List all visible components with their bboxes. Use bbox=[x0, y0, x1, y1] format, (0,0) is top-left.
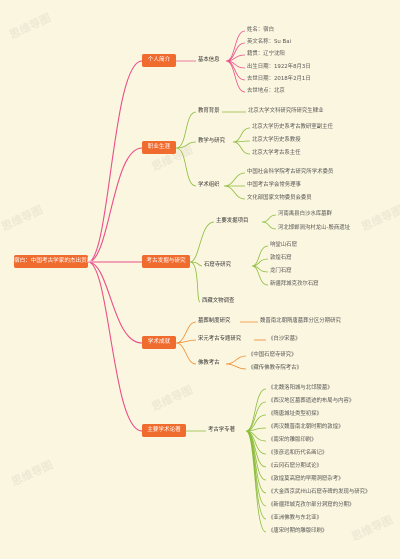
node-work-item[interactable]: 《西汉地区墓葬遗迹的布局与内容》 bbox=[268, 398, 355, 404]
node-education-item[interactable]: 北京大学文科研究所研究生肄业 bbox=[248, 108, 324, 114]
node-work-item[interactable]: 《张彦远和历代名画记》 bbox=[268, 450, 328, 456]
node-buddhist-arch[interactable]: 佛教考古 bbox=[198, 360, 220, 366]
connector bbox=[87, 261, 143, 344]
node-teaching-item[interactable]: 北京大学历史系考古教研室副主任 bbox=[252, 124, 333, 130]
node-tomb-research[interactable]: 墓葬制度研究 bbox=[198, 318, 231, 324]
node-org-item[interactable]: 中国考古学会常务理事 bbox=[247, 182, 301, 188]
node-academic-org[interactable]: 学术组织 bbox=[198, 182, 220, 188]
connector bbox=[175, 141, 197, 149]
node-main-excavations[interactable]: 主要发掘项目 bbox=[216, 218, 249, 224]
node-teaching-item[interactable]: 北京大学考古系主任 bbox=[252, 150, 301, 156]
node-work-item[interactable]: 《南宋的雕版印刷》 bbox=[268, 437, 317, 443]
node-work-item[interactable]: 《北魏洛阳城与北邙陵墓》 bbox=[268, 385, 333, 391]
node-buddhist-item[interactable]: 《藏传佛教寺院考古》 bbox=[248, 365, 302, 371]
connector bbox=[232, 141, 251, 155]
connector bbox=[225, 355, 247, 365]
connector bbox=[245, 430, 267, 533]
node-education[interactable]: 教育背景 bbox=[198, 108, 220, 114]
node-birth-date[interactable]: 出生日期：1922年8月3日 bbox=[247, 64, 311, 70]
connector bbox=[189, 261, 201, 303]
node-excavation-item[interactable]: 河南禹县白沙水库墓群 bbox=[278, 211, 332, 217]
node-buddhist-item[interactable]: 《中国石窟寺研究》 bbox=[248, 352, 297, 358]
connector bbox=[232, 127, 251, 143]
connector bbox=[87, 60, 143, 263]
root-node[interactable]: 宿白：中国考古学家的杰出贡献 bbox=[14, 255, 92, 268]
node-song-item[interactable]: 《白沙宋墓》 bbox=[268, 336, 301, 342]
node-grotto-research[interactable]: 石窟寺研究 bbox=[204, 262, 231, 268]
node-song-yuan[interactable]: 宋元考古专题研究 bbox=[198, 336, 242, 342]
node-tomb-item[interactable]: 魏晋南北朝隋唐墓葬分区分期研究 bbox=[260, 318, 341, 324]
node-grotto-item[interactable]: 敦煌石窟 bbox=[270, 255, 292, 261]
node-grotto-item[interactable]: 响堂山石窟 bbox=[270, 242, 297, 248]
connector bbox=[175, 339, 197, 344]
node-work-item[interactable]: 《新疆拜城克孜尔部分洞窟的分期》 bbox=[268, 502, 355, 508]
connector bbox=[225, 30, 246, 62]
connector bbox=[189, 261, 203, 267]
node-teaching-item[interactable]: 北京大学历史系教授 bbox=[252, 137, 301, 143]
node-org-item[interactable]: 中国社会科学院考古研究所学术委员 bbox=[247, 169, 334, 175]
node-name[interactable]: 姓名：宿白 bbox=[247, 27, 274, 33]
node-work-item[interactable]: 《敦煌莫高窟的早期洞窟杂考》 bbox=[268, 476, 344, 482]
connector bbox=[251, 245, 269, 267]
connector bbox=[87, 147, 143, 263]
node-death-date[interactable]: 去世日期：2018年2月1日 bbox=[247, 76, 311, 82]
connector bbox=[223, 172, 246, 187]
connector bbox=[175, 147, 197, 187]
node-work-item[interactable]: 《大金西京武州山石窟寺碑的发现与研究》 bbox=[268, 489, 371, 495]
node-grotto-item[interactable]: 龙门石窟 bbox=[270, 268, 292, 274]
connector bbox=[223, 185, 246, 200]
connector bbox=[251, 265, 269, 286]
connector bbox=[245, 401, 267, 432]
node-english-name[interactable]: 英文名称：Su Bai bbox=[247, 39, 292, 45]
node-basic-info[interactable]: 基本信息 bbox=[198, 57, 220, 63]
node-grotto-item[interactable]: 新疆拜城克孜尔石窟 bbox=[270, 281, 319, 287]
node-excavation-item[interactable]: 河北邯郸涧沟村龙山-殷商遗址 bbox=[278, 225, 351, 231]
connector bbox=[175, 111, 197, 149]
branch-achievements[interactable]: 学术成就 bbox=[142, 336, 176, 349]
node-monographs[interactable]: 考古学专著 bbox=[208, 427, 235, 433]
node-org-item[interactable]: 文化部国家文物委员会委员 bbox=[247, 195, 312, 201]
connector bbox=[261, 214, 277, 223]
node-work-item[interactable]: 《唐宋时期的雕版印刷》 bbox=[268, 528, 328, 534]
node-work-item[interactable]: 《云冈石窟分期试论》 bbox=[268, 463, 322, 469]
connector bbox=[175, 342, 197, 365]
branch-personal[interactable]: 个人简介 bbox=[142, 54, 176, 67]
connector bbox=[245, 388, 267, 432]
connector bbox=[245, 414, 267, 432]
node-work-item[interactable]: 《亚洲佛教与东北亚》 bbox=[268, 515, 322, 521]
node-work-item[interactable]: 《两汉魏晋南北朝时期的敦煌》 bbox=[268, 424, 344, 430]
node-tibet-survey[interactable]: 西藏文物调查 bbox=[202, 298, 235, 304]
connector bbox=[175, 321, 197, 344]
node-death-place[interactable]: 去世地点：北京 bbox=[247, 88, 285, 94]
connector bbox=[261, 221, 277, 230]
branch-works[interactable]: 主要学术论著 bbox=[142, 424, 186, 437]
connector bbox=[225, 363, 247, 370]
connector bbox=[87, 261, 143, 432]
node-teaching[interactable]: 教学与研究 bbox=[198, 138, 225, 144]
connector bbox=[225, 60, 246, 93]
branch-career[interactable]: 职业生涯 bbox=[142, 141, 176, 154]
node-hometown[interactable]: 籍贯：辽宁沈阳 bbox=[247, 51, 285, 57]
node-work-item[interactable]: 《隋唐城址类型初探》 bbox=[268, 411, 322, 417]
connector bbox=[189, 221, 215, 263]
branch-archaeology[interactable]: 考古发掘与研究 bbox=[142, 255, 190, 268]
